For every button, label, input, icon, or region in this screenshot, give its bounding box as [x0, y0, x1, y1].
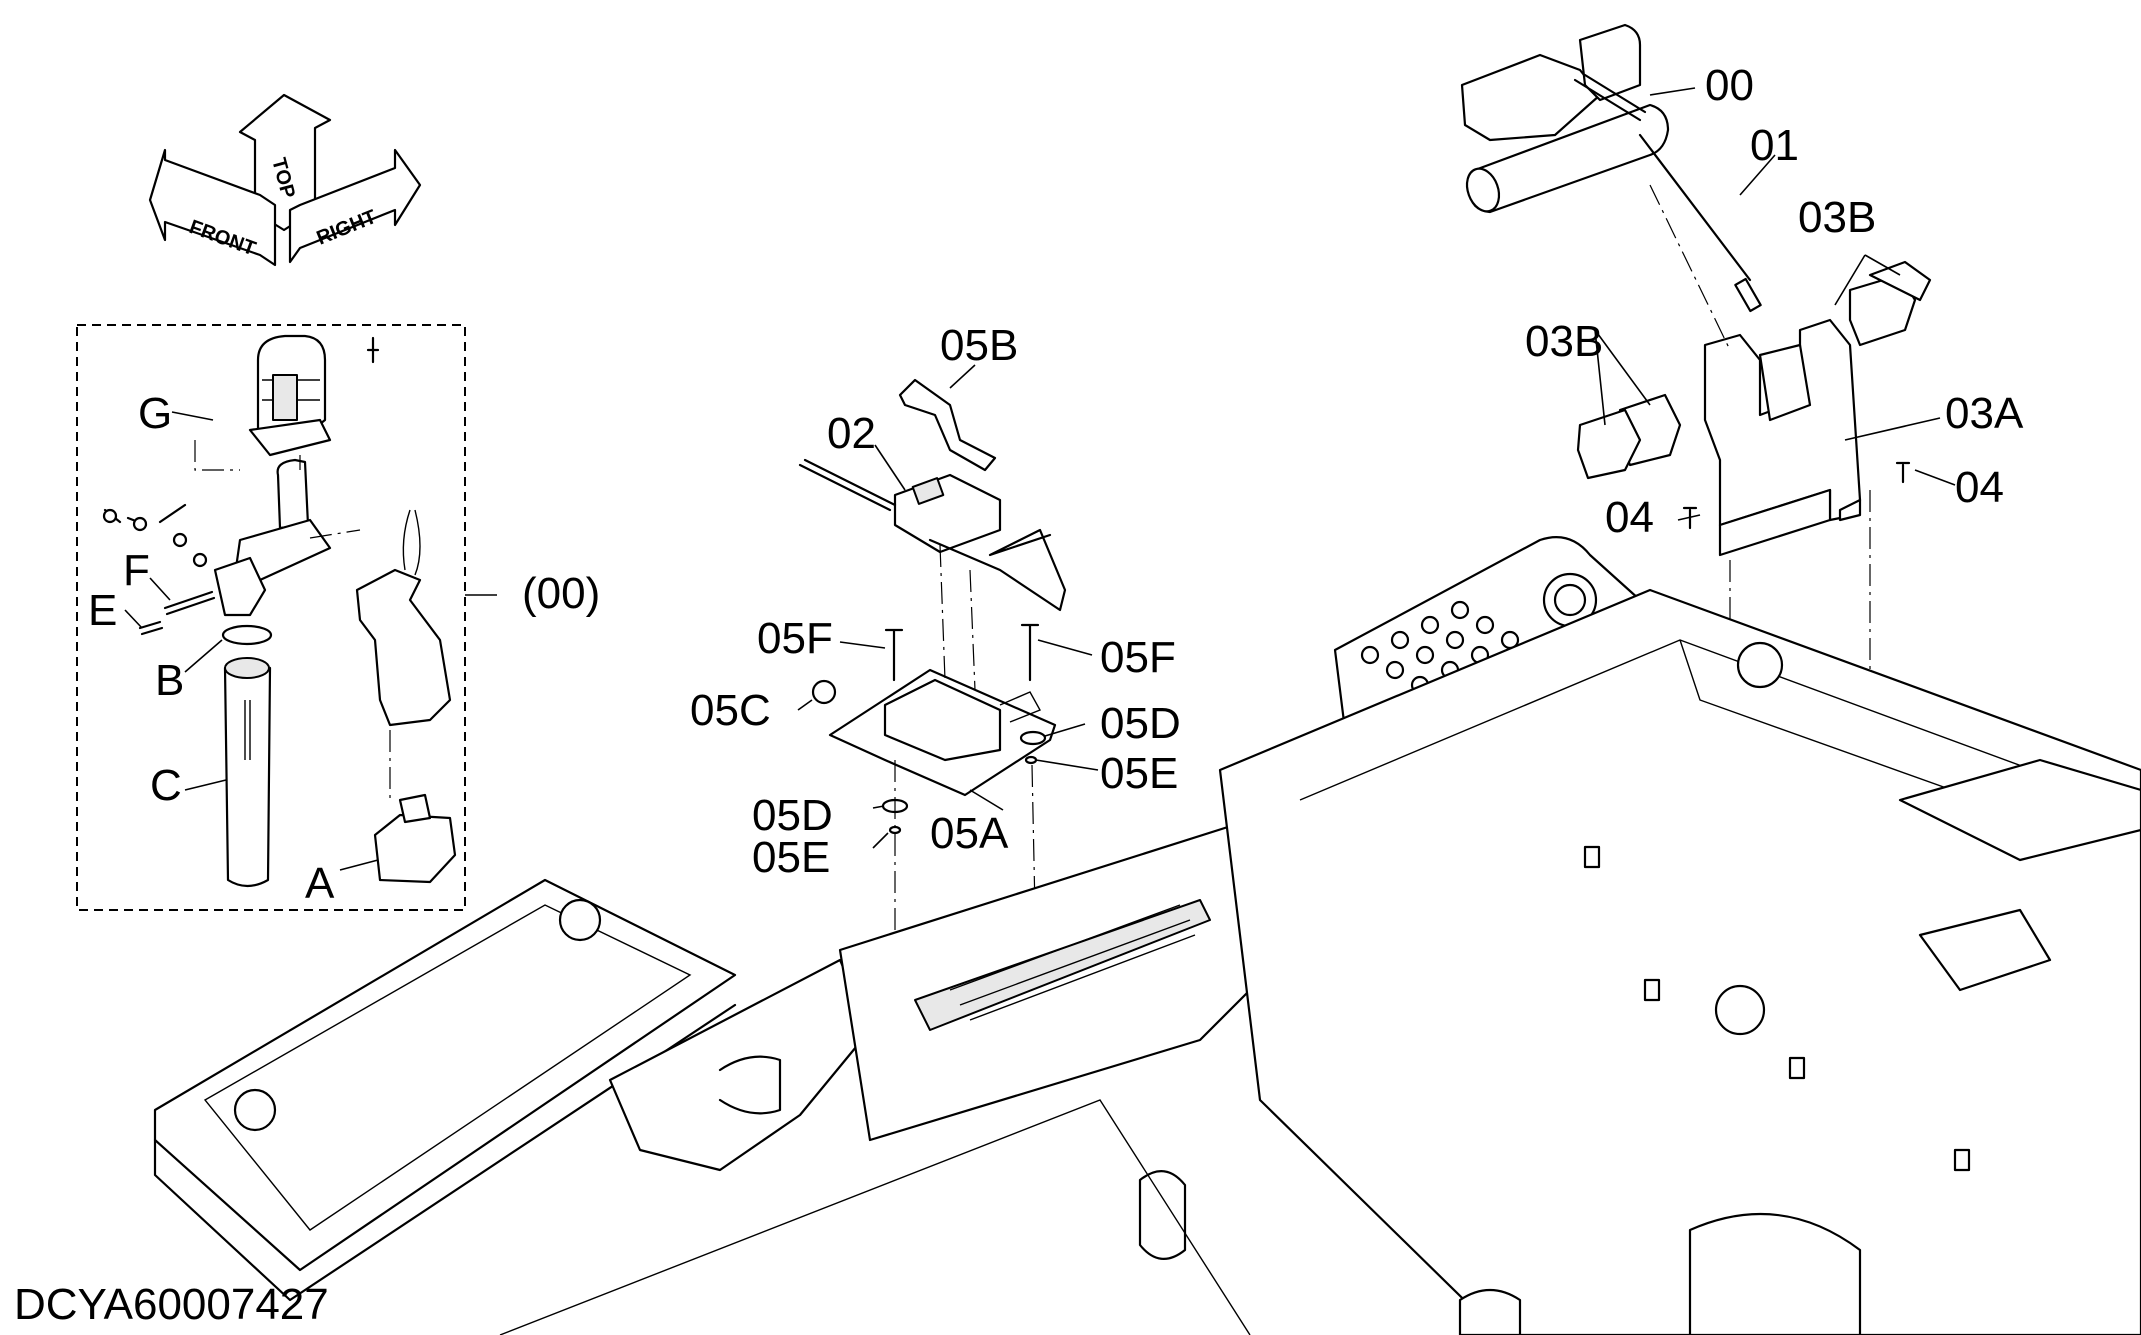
- label-kit-00: (00): [522, 569, 600, 618]
- switch-assembly: [798, 378, 1067, 980]
- label-03a: 03A: [1945, 389, 2024, 438]
- bracket-assembly: [1576, 184, 1932, 1000]
- kit-components: [102, 334, 457, 888]
- label-05c: 05C: [690, 686, 771, 735]
- label-05d-lower: 05D: [752, 791, 833, 840]
- label-05d-upper: 05D: [1100, 699, 1181, 748]
- label-04-right: 04: [1955, 463, 2004, 512]
- label-05a: 05A: [930, 809, 1009, 858]
- document-id: DCYA60007427: [14, 1280, 329, 1329]
- label-05f-right: 05F: [1100, 633, 1176, 682]
- kit-detail-frame: [76, 324, 466, 911]
- callout-labels: 00 01 03B 03B 03A 04 04 05B 02 05F 05F 0…: [88, 61, 2024, 908]
- label-e: E: [88, 586, 117, 635]
- switch-leaders: [797, 364, 1099, 849]
- label-05f-left: 05F: [757, 614, 833, 663]
- label-c: C: [150, 761, 182, 810]
- label-b: B: [155, 656, 184, 705]
- label-05b: 05B: [940, 321, 1018, 370]
- label-03b-left: 03B: [1525, 317, 1603, 366]
- bracket-leaders: [1594, 87, 1956, 521]
- lamp-assembly: [1460, 23, 1762, 313]
- kit-leaders: [124, 411, 497, 871]
- label-04-left: 04: [1605, 493, 1654, 542]
- label-f: F: [123, 546, 150, 595]
- mounting-studs: [1360, 600, 1520, 695]
- label-00: 00: [1705, 61, 1754, 110]
- label-a: A: [305, 859, 335, 908]
- orientation-arrow-icon: FRONT TOP RIGHT: [148, 93, 422, 267]
- label-01: 01: [1750, 121, 1799, 170]
- machine-frame: [153, 536, 2141, 1335]
- label-05e-upper: 05E: [1100, 749, 1178, 798]
- label-g: G: [138, 389, 172, 438]
- label-05e-lower: 05E: [752, 833, 830, 882]
- label-03b-right: 03B: [1798, 193, 1876, 242]
- label-02: 02: [827, 409, 876, 458]
